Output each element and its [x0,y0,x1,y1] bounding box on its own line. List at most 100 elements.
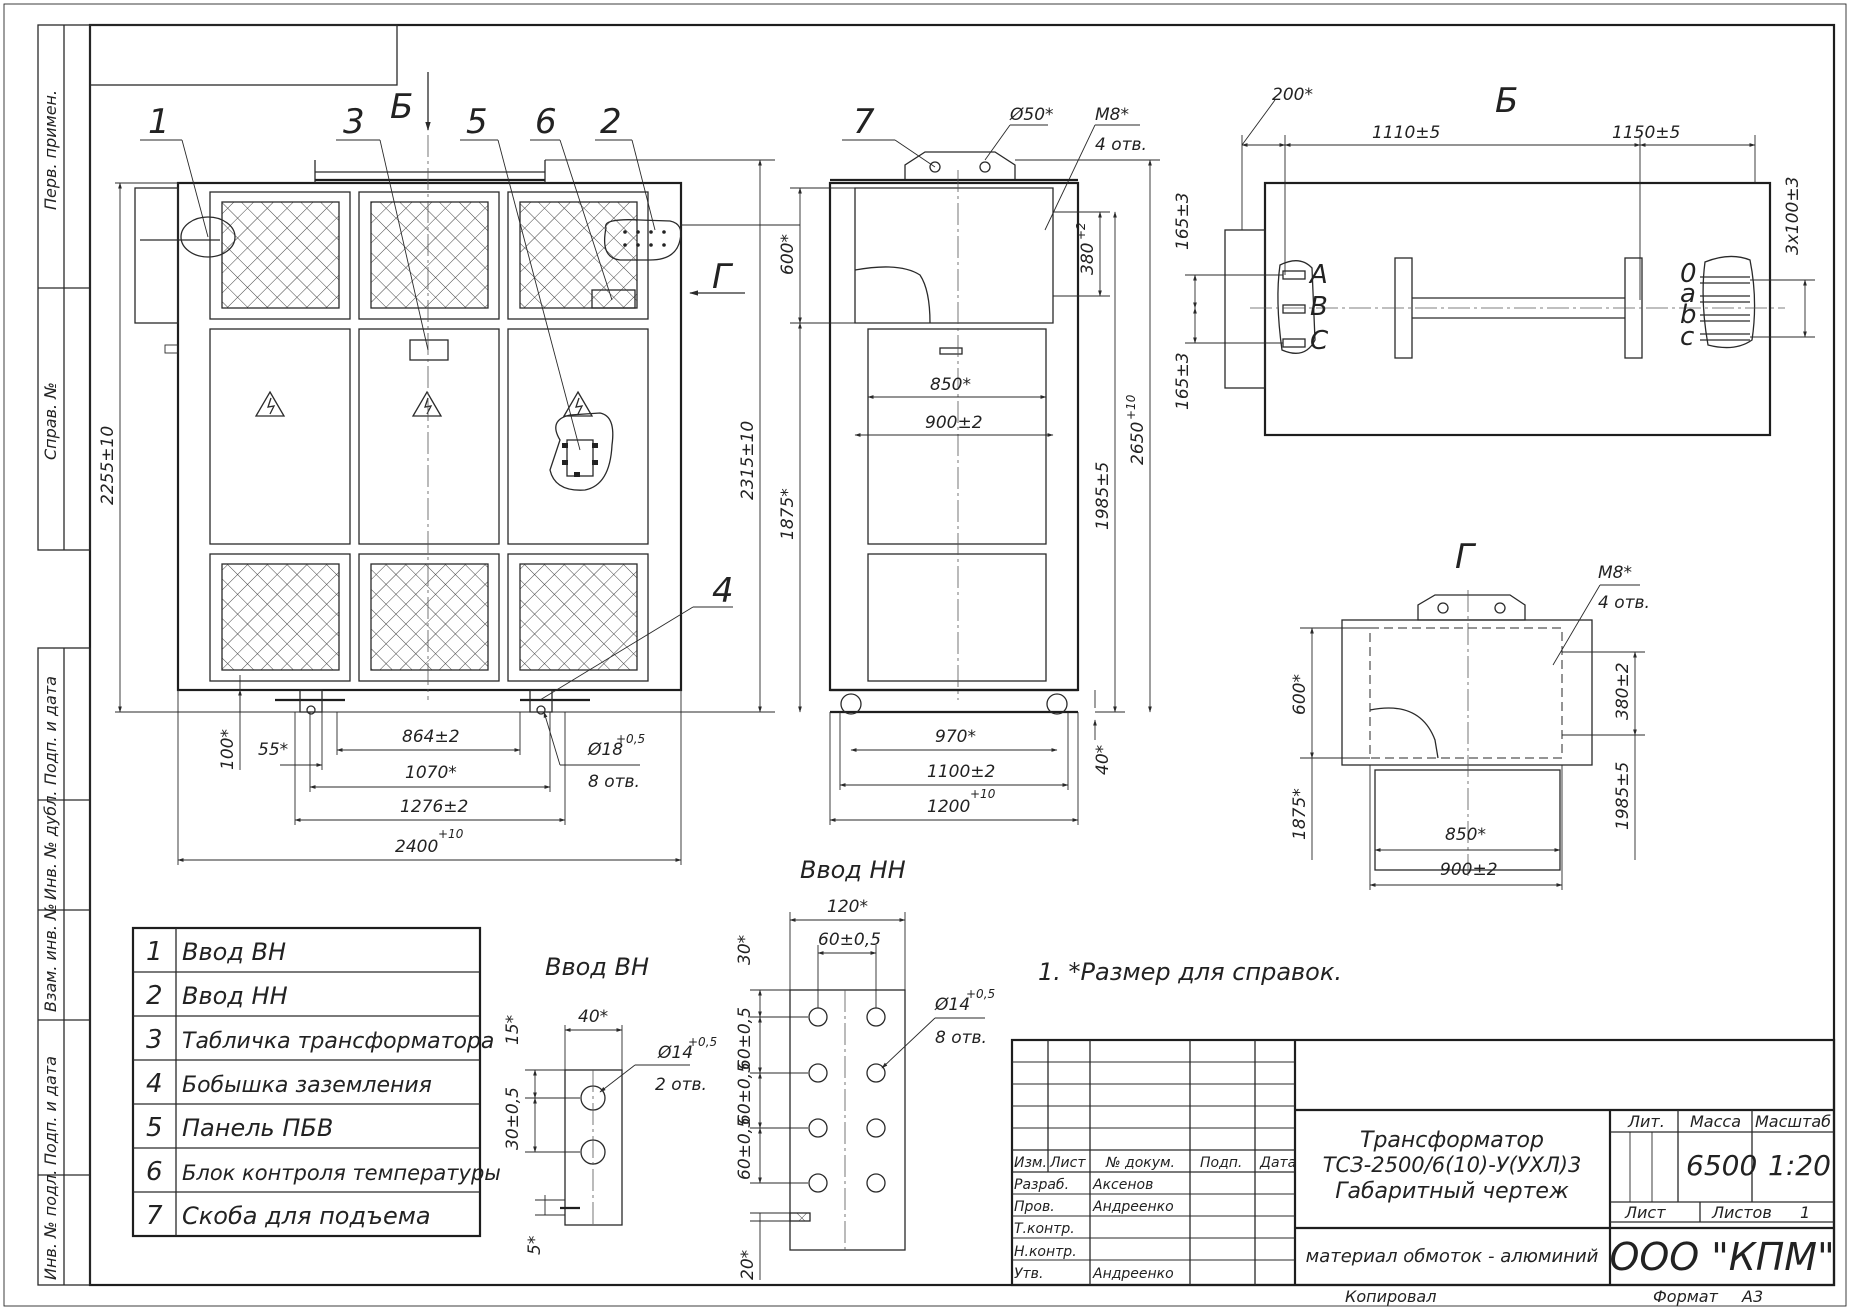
dim-lv-pitch-3: 60±0,5 [735,1117,755,1180]
dim-1875-g: 1875* [1290,788,1310,840]
legend-num: 7 [146,1201,163,1231]
stamp-inv-podl: Инв. № подл. [41,1170,60,1280]
sheet-label: Лист [1624,1203,1666,1222]
dim-lv-pitch-1: 60±0,5 [735,1007,755,1070]
dim-1110: 1110±5 [1372,123,1440,143]
vent-grille [370,201,489,309]
sheets-count: 1 [1800,1203,1810,1222]
dim-hv-30: 30±0,5 [503,1087,523,1150]
item-label-3: 3 [343,102,365,142]
front-view [115,72,800,865]
side-view [790,124,1160,825]
warning-icon [254,390,286,417]
lv-phase-0: 0 [1680,259,1697,289]
dim-1100: 1100±2 [927,762,995,782]
item-label-2: 2 [600,102,622,142]
dim-3x100: 3х100±3 [1783,177,1803,255]
legend-name: Блок контроля температуры [182,1161,501,1185]
stamp-perv-primen: Перв. примен. [41,90,60,210]
lv-detail [750,912,985,1280]
stamp-podp-data-1: Подп. и дата [41,676,60,785]
doc-title-line-3: Габаритный чертеж [1335,1179,1569,1204]
warning-icon [562,390,594,417]
legend-num: 3 [146,1025,163,1055]
view-arrow-b-label: Б [390,87,413,127]
sheets-label: Листов [1711,1203,1772,1222]
dim-1985-g: 1985±5 [1613,762,1633,830]
dim-900-g: 900±2 [1440,860,1498,880]
reference-note: 1. *Размер для справок. [1038,958,1342,986]
vent-grille [519,563,638,671]
hv-phase-b: B [1310,292,1328,322]
dim-864: 864±2 [402,727,460,747]
lv-phase-a: a [1680,279,1696,309]
view-g [1300,584,1645,890]
stamp-sprav-no: Справ. № [41,382,60,460]
legend-num: 6 [146,1157,163,1187]
legend-num: 2 [146,981,163,1011]
view-g-title: Г [1455,537,1477,577]
vent-grille [519,201,638,309]
dim-hv-5: 5* [525,1236,545,1255]
dim-hv-40: 40* [578,1007,608,1027]
dim-lv-pitch-2: 60±0,5 [735,1062,755,1125]
dim-m8: M8* [1095,105,1129,125]
dim-2400-tol: +10 [438,827,464,841]
dim-850: 850* [930,375,971,395]
dim-1875: 1875* [778,488,798,540]
dim-900: 900±2 [925,413,983,433]
dim-850-g: 850* [1445,825,1486,845]
dim-380-g: 380±2 [1613,662,1633,720]
legend-name: Панель ПБВ [182,1114,333,1142]
legend-name: Ввод ВН [182,938,286,966]
dim-2315: 2315±10 [738,421,758,500]
view-b-title: Б [1495,81,1518,121]
col-data: Дата [1259,1155,1296,1171]
dim-lv-hole: Ø14 [934,995,970,1015]
hv-phase-a: A [1308,260,1328,290]
doc-title-line-1: Трансформатор [1360,1128,1544,1153]
legend-table: 1 Ввод ВН 2 Ввод НН 3 Табличка трансформ… [131,926,501,1238]
item-label-1: 1 [148,102,170,142]
dim-165-a: 165±3 [1173,192,1193,250]
dim-600: 600* [778,234,798,275]
vent-grille [221,563,340,671]
dim-380-tol: +2 [1074,222,1088,240]
role-razrab: Разраб. [1014,1177,1069,1193]
scale-value: 1:20 [1768,1149,1831,1182]
title-block: Изм. Лист № докум. Подп. Дата Разраб. Ак… [1010,1038,1836,1287]
dim-m8-qty: 4 отв. [1095,135,1147,155]
hv-detail-title: Ввод ВН [545,953,649,981]
role-utv: Утв. [1014,1266,1043,1282]
dim-m8-qty-g: 4 отв. [1598,593,1650,613]
dim-55: 55* [258,740,288,760]
dim-1985: 1985±5 [1093,462,1113,530]
name-razrab: Аксенов [1092,1177,1153,1193]
mass-value: 6500 [1686,1149,1757,1182]
col-podp: Подп. [1200,1155,1242,1171]
dim-phi50: Ø50* [1009,105,1054,125]
legend-name: Ввод НН [182,982,288,1010]
nameplate [409,339,449,361]
sheet-frame [3,3,1847,1307]
legend-name: Скоба для подъема [182,1202,431,1230]
dim-1150: 1150±5 [1612,123,1680,143]
hv-detail [525,1025,690,1226]
format-value: А3 [1741,1287,1763,1306]
dim-1070: 1070* [405,763,457,783]
dim-2400: 2400 [395,837,438,857]
stamp-inv-dubl: Инв. № дубл. [41,791,60,900]
company-name: ООО "КПМ" [1609,1235,1834,1279]
mass-label: Масса [1690,1112,1741,1131]
legend-num: 5 [146,1113,163,1143]
dim-hv-hole-tol: +0,5 [688,1035,717,1049]
view-g-labels: Г M8* 4 отв. 600* 380±2 1875* 1985±5 850… [1290,537,1650,880]
copied-label: Копировал [1345,1287,1436,1306]
view-arrow-g-label: Г [712,257,734,297]
lv-detail-title: Ввод НН [800,856,906,884]
lit-label: Лит. [1627,1112,1665,1131]
dim-lv-20: 20* [738,1250,758,1280]
dim-165-b: 165±3 [1173,352,1193,410]
name-prov: Андреенко [1092,1199,1174,1215]
